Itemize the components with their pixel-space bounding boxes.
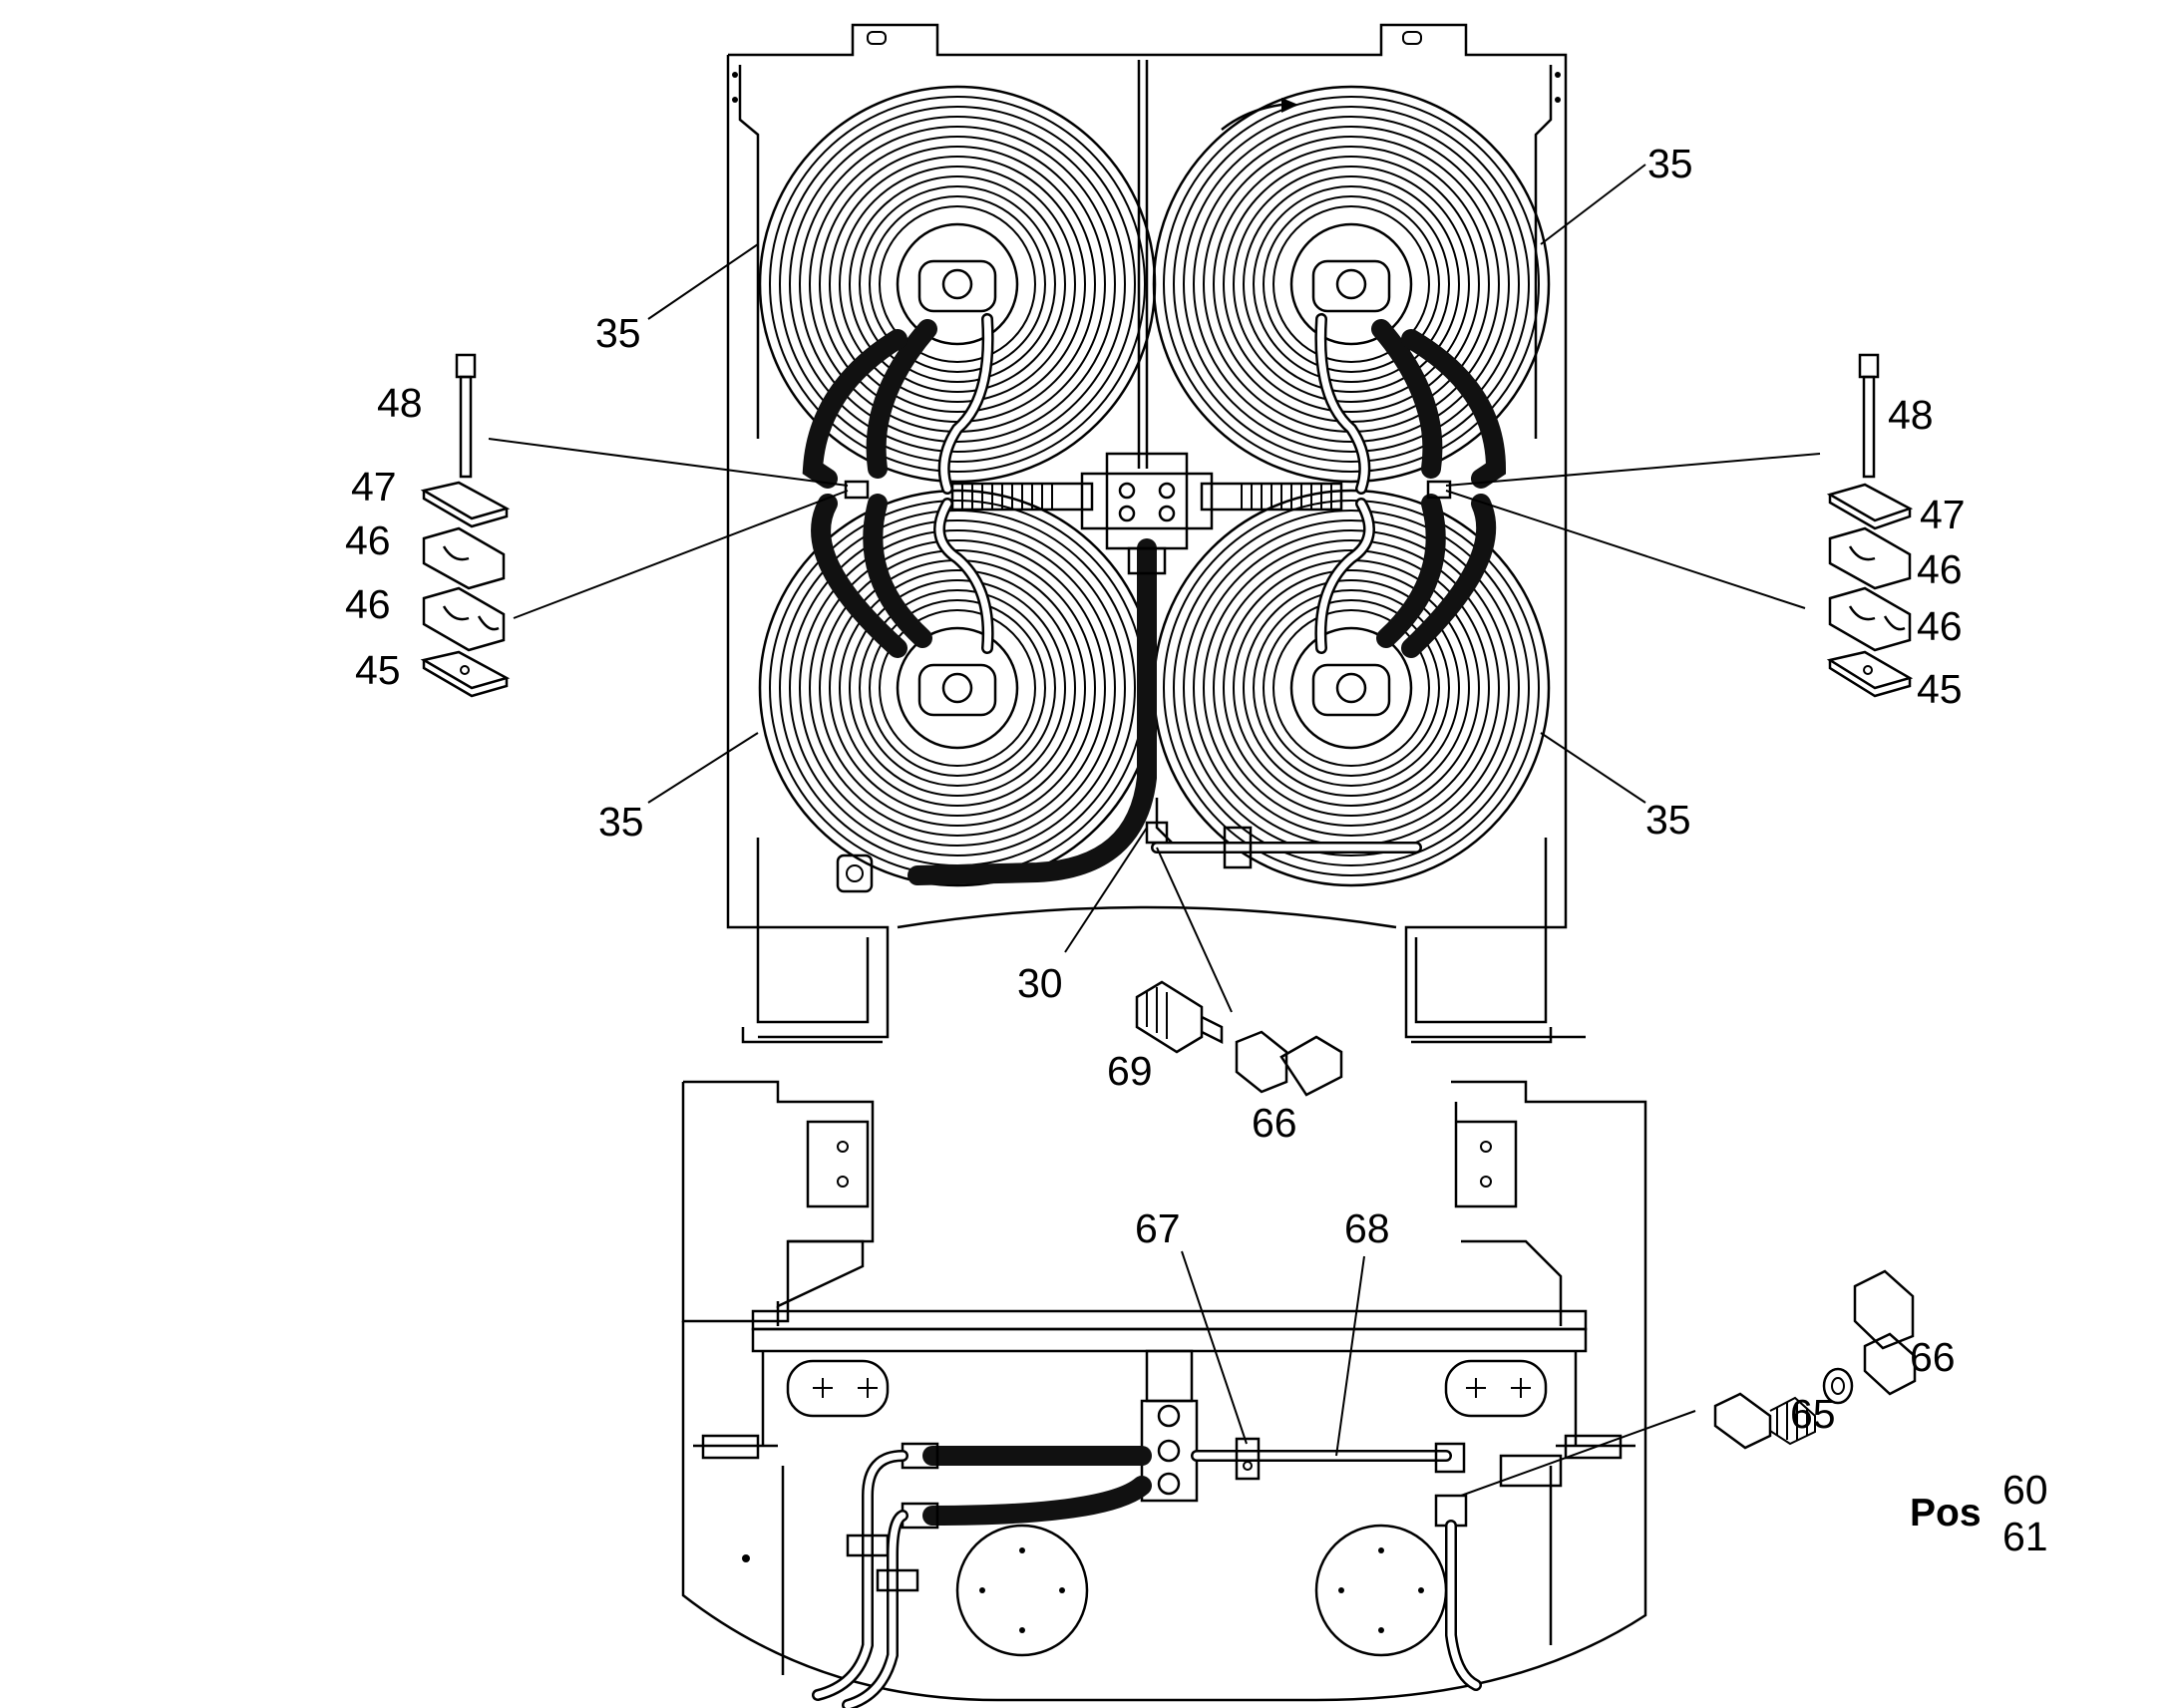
position-label: Pos: [1910, 1492, 1982, 1535]
callout-46: 46: [1917, 546, 1963, 592]
callout-30: 30: [1017, 960, 1063, 1006]
callout-45: 45: [355, 647, 401, 693]
callout-65: 65: [1790, 1391, 1836, 1437]
hose-clamps: [844, 480, 1452, 845]
position-note: Pos 60 61: [1910, 1467, 2048, 1559]
callout-47: 47: [1920, 492, 1966, 537]
fittings-65-66: [1713, 1269, 1917, 1450]
hose-reel-top-left: [758, 85, 1157, 484]
callout-35: 35: [1645, 797, 1691, 843]
callout-48: 48: [1888, 392, 1934, 438]
fittings-69-66: [1135, 980, 1343, 1097]
callout-45: 45: [1917, 666, 1963, 712]
callout-35: 35: [598, 799, 644, 845]
callout-46: 46: [1917, 603, 1963, 649]
hydraulic-hoses: [802, 313, 1507, 893]
callout-67: 67: [1135, 1205, 1181, 1251]
right-clamp-parts: [1826, 353, 1914, 698]
callout-46: 46: [345, 581, 391, 627]
callout-labels: 35 35 35 35 48 47 46 46 45 48 47 46 46 4…: [345, 141, 1966, 1437]
position-value: 60: [2002, 1467, 2048, 1513]
position-value: 61: [2002, 1514, 2048, 1559]
manifold-block: [1080, 452, 1214, 575]
hose-reel-bottom-right: [1152, 489, 1551, 887]
callout-35: 35: [595, 310, 641, 356]
callout-66: 66: [1252, 1100, 1297, 1146]
callout-35: 35: [1647, 141, 1693, 186]
callout-66: 66: [1910, 1334, 1956, 1380]
leader-lines: [488, 164, 1821, 1497]
callout-69: 69: [1107, 1048, 1153, 1094]
upper-frame: [726, 23, 1586, 1044]
callout-47: 47: [351, 464, 397, 510]
lower-frame: [681, 1080, 1647, 1702]
callout-68: 68: [1344, 1205, 1390, 1251]
lower-hoses-and-valve: [812, 1349, 1482, 1708]
left-clamp-parts: [420, 353, 511, 698]
callout-48: 48: [377, 380, 423, 426]
callout-46: 46: [345, 517, 391, 563]
